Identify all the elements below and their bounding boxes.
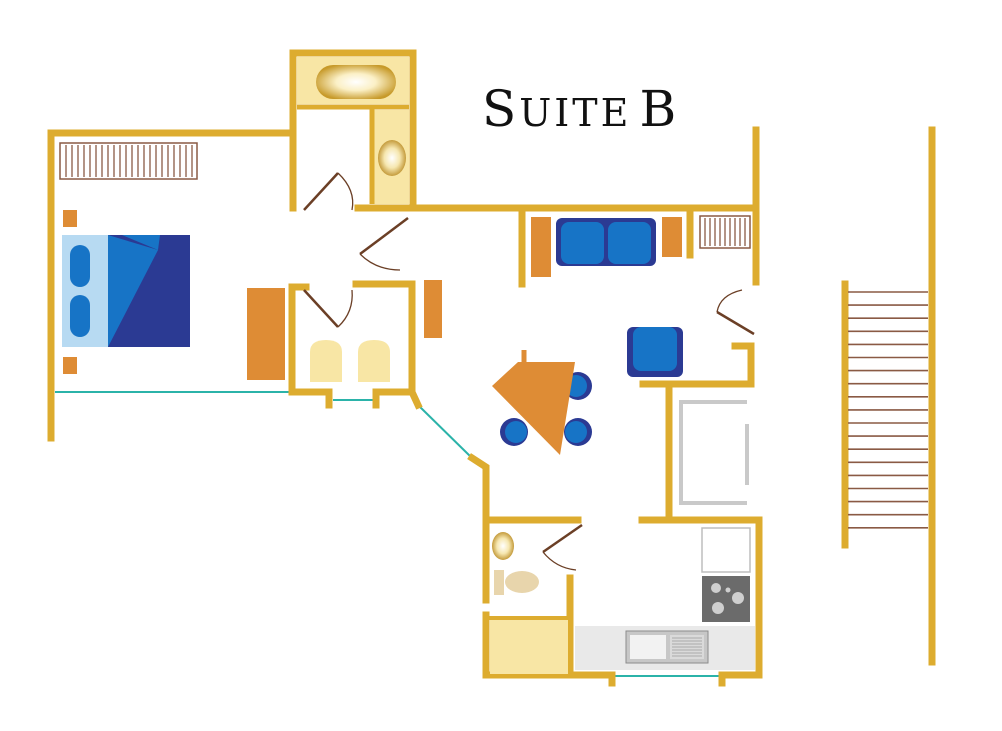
radiator-icon bbox=[59, 142, 198, 180]
plan-title-first-letter: S bbox=[482, 80, 520, 138]
closet-panel bbox=[424, 280, 442, 338]
door-swing-icon bbox=[303, 172, 755, 571]
wardrobe-wall bbox=[288, 283, 310, 396]
kitchen-sink-icon bbox=[625, 630, 709, 664]
dresser-icon bbox=[247, 288, 285, 380]
sofa-icon bbox=[556, 218, 656, 266]
dining-chair-icon bbox=[500, 418, 528, 446]
nightstand-icon bbox=[63, 357, 77, 374]
living-radiator-icon bbox=[699, 215, 751, 249]
fridge-icon bbox=[679, 400, 749, 505]
diagonal-window bbox=[417, 404, 473, 459]
bathtub-icon bbox=[316, 65, 396, 99]
bidet-icon bbox=[358, 340, 390, 382]
ensuite-wall bbox=[352, 280, 416, 396]
cabinet-icon bbox=[531, 217, 551, 277]
wc-toilet-icon bbox=[494, 570, 539, 595]
kitchen-wall bbox=[638, 516, 763, 687]
ensuite-bottom-right bbox=[372, 388, 423, 410]
plan-title-suffix: B bbox=[639, 80, 680, 138]
end-table-icon bbox=[662, 217, 682, 257]
pillow-icon bbox=[70, 295, 90, 337]
walls bbox=[47, 49, 936, 687]
toilet-icon bbox=[310, 340, 342, 382]
dining-table-icon bbox=[492, 350, 592, 455]
stove-icon bbox=[702, 576, 750, 622]
plan-title: SUITE B bbox=[482, 80, 679, 138]
staircase-icon bbox=[848, 291, 928, 529]
corridor-wall bbox=[467, 453, 490, 524]
closet-top-wall bbox=[639, 342, 755, 388]
plan-title-rest: UITE bbox=[519, 91, 632, 135]
wc-sink-icon bbox=[492, 532, 514, 560]
bed-icon bbox=[62, 235, 190, 347]
sink-icon bbox=[378, 140, 406, 176]
bedroom-outer-wall bbox=[47, 129, 297, 442]
top-bathroom-wall bbox=[289, 49, 417, 212]
armchair-icon bbox=[627, 327, 683, 377]
dining-chair-icon bbox=[564, 418, 592, 446]
pillow-icon bbox=[70, 245, 90, 287]
wc-floor bbox=[490, 620, 568, 674]
kitchen-cabinet-icon bbox=[701, 527, 751, 573]
ensuite-bottom-left bbox=[288, 388, 333, 409]
wc-bottom-wall bbox=[482, 671, 616, 687]
nightstand-icon bbox=[63, 210, 77, 227]
